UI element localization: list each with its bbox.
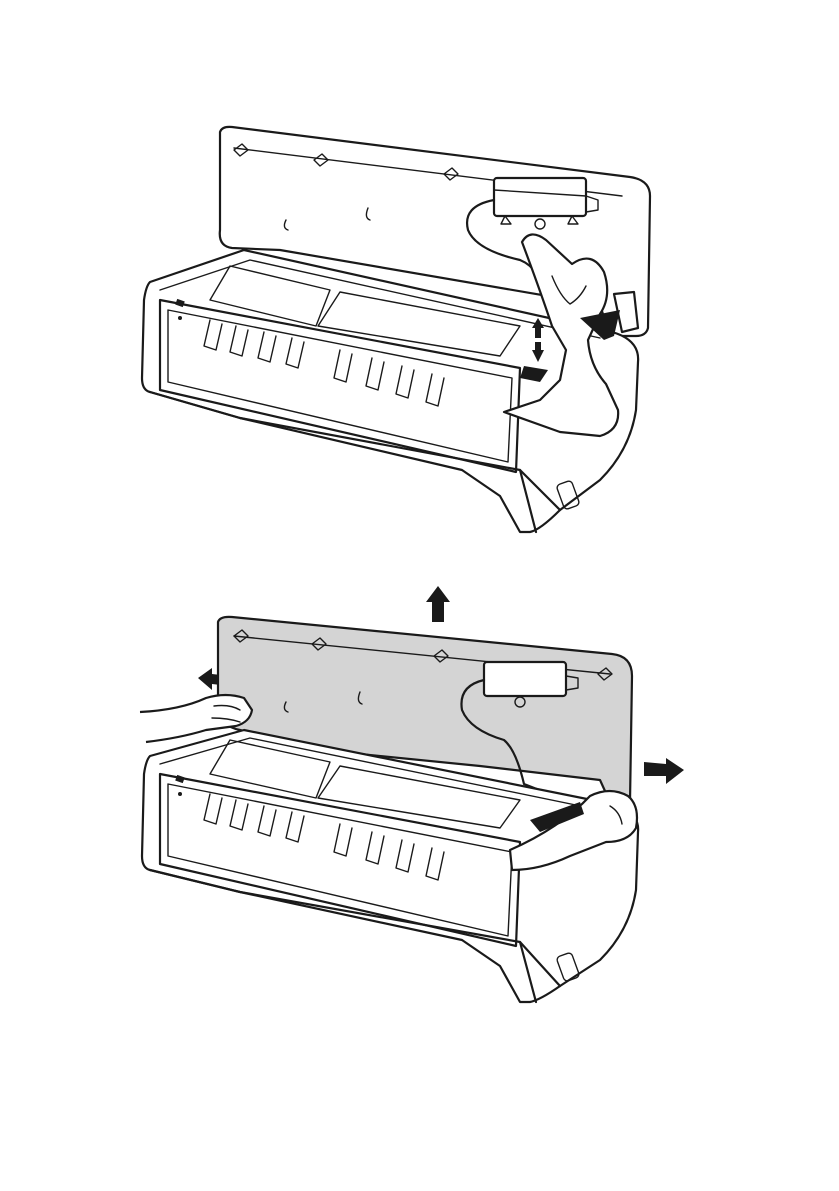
illustration-top (0, 100, 839, 560)
display-module (494, 178, 586, 216)
display-module-bottom (484, 662, 566, 696)
illustration-bottom (0, 570, 839, 1030)
figure-disconnect-cable (0, 100, 839, 560)
arrow-up (426, 586, 450, 622)
figure-remove-front-panel (0, 570, 839, 1030)
arrow-right (644, 758, 684, 784)
